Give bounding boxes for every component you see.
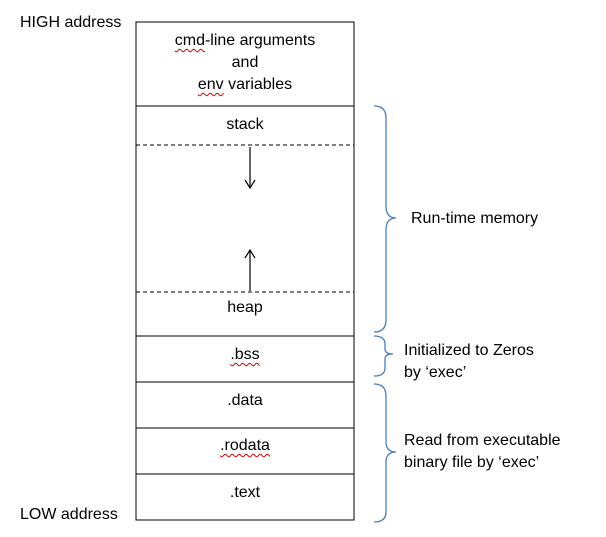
- exec-annotation-line-1: Read from executable: [404, 432, 561, 449]
- memory-box: [135, 21, 355, 521]
- data-segment-label: .data: [227, 392, 263, 409]
- runtime-memory-annotation: Run-time memory: [411, 210, 539, 227]
- runtime-brace: [373, 105, 397, 333]
- exec-annotation-line-2: binary file by ‘exec’: [404, 454, 540, 471]
- args-line-2: and: [231, 54, 259, 71]
- bss-segment-label: .bss: [136, 344, 354, 366]
- bss-brace: [373, 335, 394, 377]
- cmd-word: cmd: [174, 32, 205, 49]
- high-address-label: HIGH address: [20, 14, 122, 31]
- stack-segment-label: stack: [226, 116, 264, 133]
- args-line-3: env variables: [136, 74, 354, 96]
- text-segment-label: .text: [229, 484, 261, 501]
- bss-annotation: Initialized to Zeros by ‘exec’: [404, 340, 534, 384]
- exec-brace: [373, 383, 397, 523]
- rodata-word: .rodata: [220, 437, 270, 454]
- low-address-label: LOW address: [20, 506, 118, 523]
- args-line-1: cmd-line arguments: [136, 30, 354, 52]
- rodata-segment-label: .rodata: [136, 435, 354, 457]
- bss-annotation-line-1: Initialized to Zeros: [404, 342, 534, 359]
- heap-growth-arrow-icon: [244, 248, 256, 291]
- heap-segment-label: heap: [227, 299, 263, 316]
- args-line-1-rest: -line arguments: [204, 32, 316, 49]
- stack-growth-arrow-icon: [244, 147, 256, 190]
- args-env-segment: cmd-line arguments and env variables: [136, 30, 354, 96]
- args-line-3-rest: variables: [223, 76, 293, 93]
- env-word: env: [197, 76, 224, 93]
- bss-annotation-line-2: by ‘exec’: [404, 364, 467, 381]
- bss-word: .bss: [230, 346, 260, 363]
- exec-annotation: Read from executable binary file by ‘exe…: [404, 430, 561, 474]
